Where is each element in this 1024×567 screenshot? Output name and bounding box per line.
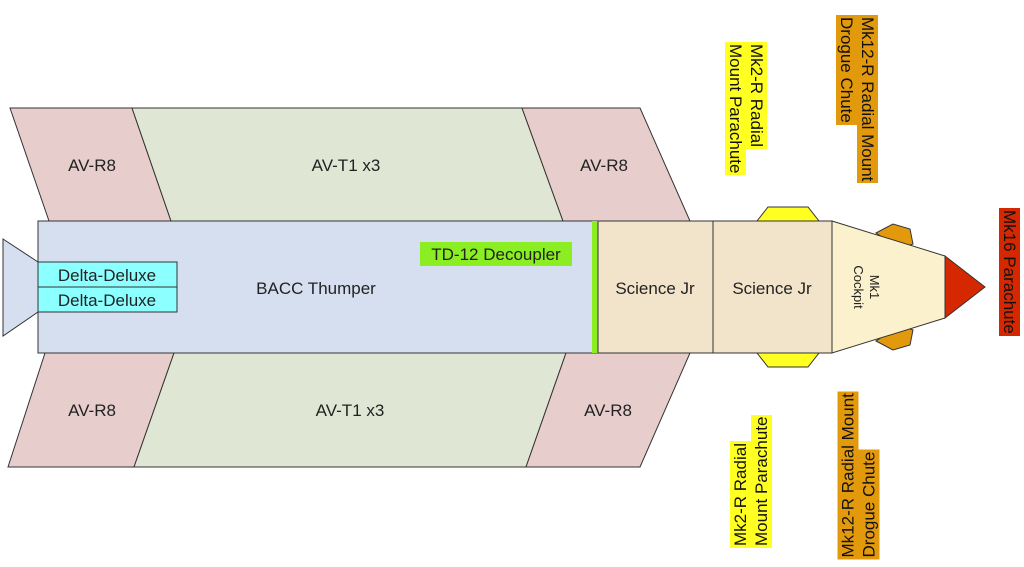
fin-bottom-middle-label: AV-T1 x3: [316, 401, 385, 420]
label-line: Mk12-R Radial Mount: [857, 15, 878, 184]
cockpit: [831, 220, 946, 354]
nose-parachute-label: Mk16 Parachute: [996, 208, 1020, 358]
science-module-1: [597, 220, 714, 354]
fin-bottom-right-label: AV-R8: [584, 401, 632, 420]
decoupler-label: TD-12 Decoupler: [431, 245, 561, 264]
engine-label-2: Delta-Deluxe: [58, 291, 156, 310]
label-line: Mk2-R Radial: [746, 42, 767, 149]
drogue-label-top: Mk12-R Radial Mount Drogue Chute: [834, 15, 878, 205]
science-label-1: Science Jr: [615, 279, 695, 298]
radial-parachute-mount-top: [755, 206, 821, 222]
decoupler-bar: [592, 221, 598, 353]
radial-parachute-label-top: Mk2-R Radial Mount Parachute: [723, 42, 767, 202]
label-line: Drogue Chute: [858, 449, 880, 560]
science-label-2: Science Jr: [732, 279, 812, 298]
fin-top-right-label: AV-R8: [580, 156, 628, 175]
fin-top-middle-label: AV-T1 x3: [312, 156, 381, 175]
cockpit-label-line2: Cockpit: [851, 265, 866, 309]
radial-parachute-mount-bottom: [755, 352, 821, 368]
radial-parachute-label-bottom: Mk2-R Radial Mount Parachute: [730, 388, 774, 548]
engine-box-2: [37, 286, 178, 313]
label-line: Drogue Chute: [836, 15, 857, 125]
engine-box-1: [37, 261, 178, 288]
science-module-2: [712, 220, 833, 354]
label-line: Mount Parachute: [751, 414, 772, 548]
fin-bottom-left-label: AV-R8: [68, 401, 116, 420]
cockpit-label-line1: Mk1: [867, 275, 882, 300]
engine-nozzle: [2, 238, 39, 337]
engine-label-1: Delta-Deluxe: [58, 266, 156, 285]
label-line: Mk12-R Radial Mount: [837, 391, 859, 560]
nose-parachute: [944, 254, 986, 320]
drogue-label-bottom: Mk12-R Radial Mount Drogue Chute: [837, 365, 882, 560]
tank-label: BACC Thumper: [256, 279, 376, 298]
decoupler-label-bg: [420, 242, 572, 266]
label-line: Mount Parachute: [725, 42, 746, 176]
fin-top-left-label: AV-R8: [68, 156, 116, 175]
label-line: Mk2-R Radial: [730, 441, 751, 548]
label-line: Mk16 Parachute: [999, 208, 1020, 336]
